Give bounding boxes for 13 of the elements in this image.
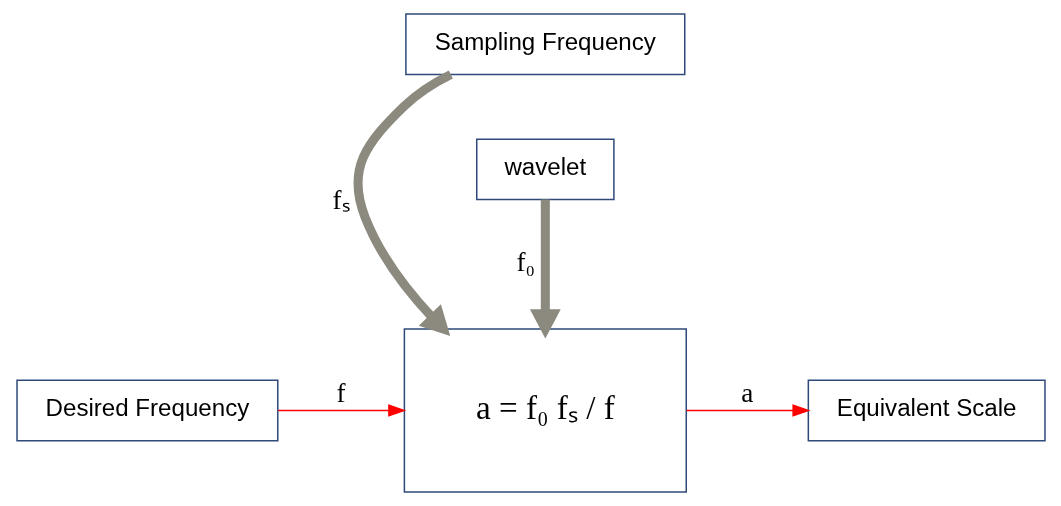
arrow	[276, 404, 406, 417]
edge-label: a	[740, 378, 753, 409]
edge-label: f₀	[515, 246, 535, 277]
node-box: Desired Frequency	[15, 379, 279, 442]
node-box: Sampling Frequency	[404, 13, 685, 76]
arrow	[529, 199, 561, 339]
node-box: Equivalent Scale	[807, 379, 1046, 442]
arrow	[352, 70, 453, 336]
edge-label: fₛ	[332, 185, 350, 216]
node-box: wavelet	[475, 138, 615, 201]
node-box: a = f₀ fₛ / f	[403, 328, 687, 493]
arrow	[685, 404, 811, 417]
edge-label: f	[336, 378, 346, 409]
